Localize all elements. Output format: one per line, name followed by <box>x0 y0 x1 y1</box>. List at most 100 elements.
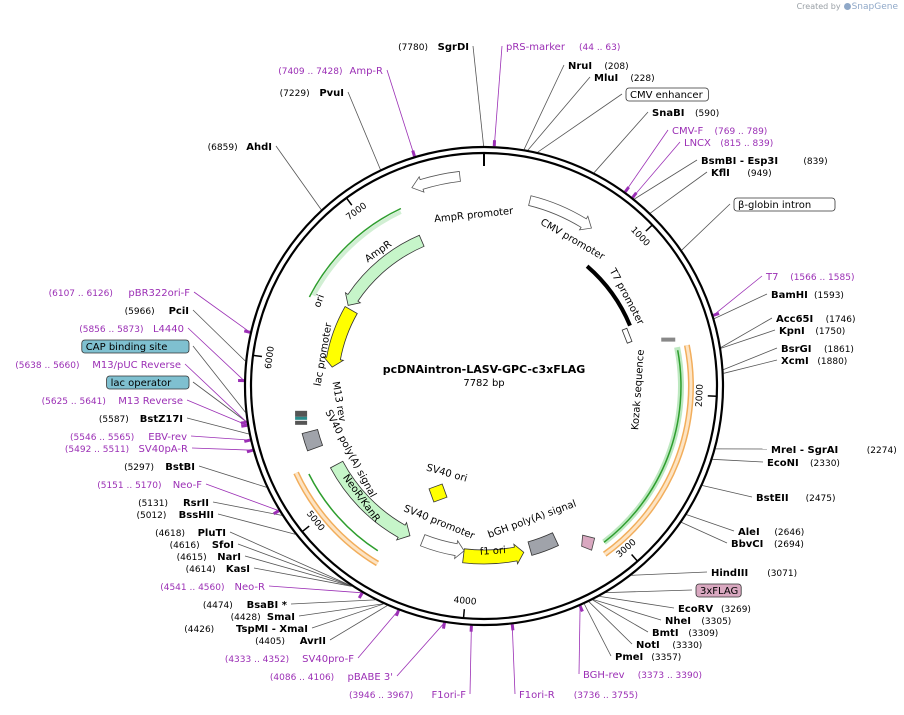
site-name: BsmBI - Esp3I <box>701 156 778 167</box>
site-name: Acc65I <box>776 314 813 325</box>
primer-label: EBV-rev(5546 .. 5565) <box>70 432 187 443</box>
kozak-label: Kozak sequence <box>630 349 647 430</box>
site-name: BsaBI * <box>247 600 288 611</box>
label-leader-line <box>650 171 708 214</box>
site-label: RsrII(5131) <box>138 498 209 509</box>
label-leader-line <box>714 293 768 319</box>
site-name: BssHII <box>179 510 214 521</box>
ori-label: ori <box>312 293 327 309</box>
ampr-promoter-label: AmpR promoter <box>434 206 515 225</box>
feature-tag-box <box>625 87 709 102</box>
label-leader-line <box>720 329 776 349</box>
label-leader-line <box>493 45 503 147</box>
primer-range: (44 .. 63) <box>579 43 620 53</box>
primer-name: pBR322ori-F <box>128 288 190 299</box>
neor-cds-inner <box>294 472 379 565</box>
site-label: AhdI(6859) <box>208 142 272 153</box>
cmv-promoter-label: CMV promoter <box>538 217 607 263</box>
m13-mark <box>295 420 308 425</box>
site-name: SnaBI <box>652 108 684 119</box>
site-label: BmtI(3309) <box>652 628 718 639</box>
site-name: KpnI <box>779 326 805 337</box>
primer-label: M13 Reverse(5625 .. 5641) <box>42 396 183 407</box>
site-position: (1750) <box>815 327 845 337</box>
site-position: (4615) <box>177 553 207 563</box>
primer-label: SV40pro-F(4333 .. 4352) <box>225 654 354 665</box>
label-leader-line <box>606 589 693 593</box>
site-label: NheI(3305) <box>665 616 731 627</box>
primer-label: pBABE 3'(4086 .. 4106) <box>270 672 393 683</box>
feature-tag-box <box>106 375 190 390</box>
site-name: PciI <box>169 306 189 317</box>
site-name: KasI <box>226 564 250 575</box>
neor-gene-arrow <box>329 460 411 541</box>
primer-name: M13/pUC Reverse <box>92 360 181 371</box>
ampr-cds-line <box>308 207 402 298</box>
primer-mark <box>712 312 720 317</box>
lac-promoter-mark <box>295 410 308 417</box>
site-position: (5966) <box>125 307 155 317</box>
site-label: HindIII(3071) <box>711 568 797 579</box>
site-position: (5587) <box>99 415 129 425</box>
label-leader-line <box>205 483 280 512</box>
backbone-ring <box>243 145 725 627</box>
primer-mark <box>631 191 638 199</box>
label-leader-line <box>212 501 282 516</box>
ampr-promoter-arrow <box>411 170 461 193</box>
primer-name: F1ori-R <box>519 690 555 701</box>
primer-name: LNCX <box>684 138 711 149</box>
primer-range: (7409 .. 7428) <box>278 67 342 77</box>
site-label: PciI (5966) <box>125 306 189 317</box>
primer-name: CMV-F <box>672 126 703 137</box>
primer-name: pRS-marker <box>506 42 566 53</box>
site-position: (4426) <box>184 625 214 635</box>
sv40ori-label: SV40 ori <box>425 463 469 485</box>
feature-tag-text: CMV enhancer <box>630 90 704 101</box>
tick-mark <box>252 354 263 358</box>
primer-range: (4333 .. 4352) <box>225 655 289 665</box>
site-position: (3269) <box>721 605 751 615</box>
label-leader-line <box>329 605 388 641</box>
primer-label: SV40pA-R(5492 .. 5511) <box>65 444 188 455</box>
primer-name: pBABE 3' <box>347 672 393 683</box>
label-leader-line <box>702 485 753 498</box>
gpc-cds-inner <box>603 344 693 556</box>
tick-label: 6000 <box>264 345 277 369</box>
primer-range: (5492 .. 5511) <box>65 445 129 455</box>
sv40-promoter-label: SV40 promoter <box>402 503 477 542</box>
site-label: TspMI - XmaI(4426) <box>184 624 308 635</box>
label-leader-line <box>191 447 253 451</box>
tick-mark <box>345 197 353 206</box>
site-label: BsmBI - Esp3I(839) <box>701 156 828 167</box>
label-leader-line <box>686 514 735 532</box>
tick-mark <box>631 553 639 562</box>
ampr-cds-band <box>311 210 402 297</box>
primer-name: L4440 <box>153 324 184 335</box>
primer-name: Neo-R <box>235 582 266 593</box>
primer-mark <box>246 448 254 454</box>
label-leader-line <box>311 603 384 629</box>
primer-range: (5638 .. 5660) <box>15 361 79 371</box>
site-label: BstEII(2475) <box>756 493 836 504</box>
site-name: NotI <box>636 640 660 651</box>
primer-range: (3736 .. 3755) <box>574 691 638 701</box>
site-name: EcoNI <box>767 458 799 469</box>
tick-mark <box>645 224 653 232</box>
label-leader-line <box>347 91 381 170</box>
label-leader-line <box>599 596 675 609</box>
site-position: (2646) <box>774 528 804 538</box>
plasmid-name: pcDNAintron-LASV-GPC-c3xFLAG <box>383 363 586 376</box>
site-position: (590) <box>695 109 719 119</box>
site-label: SmaI(4428) <box>231 612 295 623</box>
site-position: (5012) <box>136 511 166 521</box>
label-leader-line <box>588 601 633 645</box>
label-leader-line <box>523 64 565 150</box>
tick-mark <box>462 609 466 619</box>
primer-mark <box>394 609 400 617</box>
primer-name: F1ori-F <box>432 690 467 701</box>
label-leader-line <box>298 603 384 617</box>
label-leader-line <box>190 435 251 441</box>
label-leader-line <box>527 76 591 151</box>
